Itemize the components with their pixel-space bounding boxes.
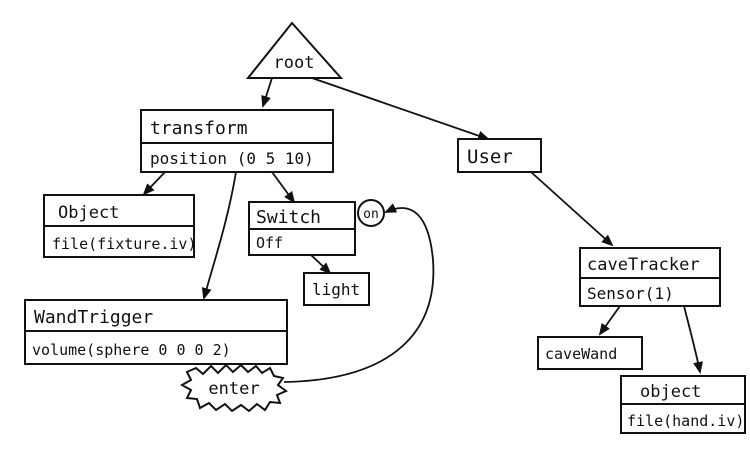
user-label: User	[467, 146, 513, 168]
transform-box	[140, 109, 334, 173]
user-box	[457, 138, 542, 173]
edge-transform-wandtrigger	[201, 171, 237, 300]
edge-root-user	[311, 77, 490, 141]
root-node: root	[245, 21, 344, 79]
object-title: Object	[58, 203, 119, 223]
edge-root-transform	[261, 77, 273, 108]
cavewand-box	[537, 336, 643, 370]
root-triangle-shape	[245, 21, 344, 79]
edge-transform-switch	[271, 171, 296, 204]
edge-switch-light	[309, 253, 332, 275]
on-circle	[357, 199, 385, 227]
light-node: light	[303, 272, 370, 306]
wandtrigger-node: WandTrigger volume(sphere 0 0 0 2)	[24, 299, 288, 365]
switch-field: Off	[256, 234, 283, 252]
cavetracker-field: Sensor(1)	[587, 284, 674, 303]
wandtrigger-field: volume(sphere 0 0 0 2)	[32, 341, 231, 359]
enter-label: enter	[208, 379, 259, 399]
edges	[142, 77, 703, 383]
hand-object-node: object file(hand.iv)	[620, 375, 746, 434]
hand-object-title: object	[640, 382, 701, 402]
root-label: root	[274, 53, 315, 73]
transform-field: position (0 5 10)	[150, 149, 314, 168]
switch-title: Switch	[256, 207, 321, 228]
edge-cavetracker-object	[683, 305, 703, 374]
light-box	[303, 272, 370, 306]
hand-object-field: file(hand.iv)	[627, 412, 744, 430]
transform-node: transform position (0 5 10)	[140, 109, 334, 173]
cavewand-label: caveWand	[545, 345, 617, 363]
edge-transform-object	[142, 171, 166, 196]
cavewand-node: caveWand	[537, 336, 643, 370]
wandtrigger-title: WandTrigger	[34, 307, 153, 328]
cavetracker-title: caveTracker	[587, 255, 700, 275]
transform-title: transform	[150, 118, 248, 139]
object-field: file(fixture.iv)	[52, 235, 197, 253]
cavetracker-node: caveTracker Sensor(1)	[579, 247, 721, 307]
edge-enter-switch-event	[283, 203, 435, 383]
edge-user-cavetracker	[530, 171, 614, 247]
user-node: User	[457, 138, 542, 173]
switch-node: Switch Off on	[248, 199, 385, 256]
on-label: on	[363, 207, 379, 222]
enter-burst-shape	[179, 363, 288, 413]
light-label: light	[312, 280, 360, 299]
object-node: Object file(fixture.iv)	[43, 194, 197, 258]
enter-event-node: enter	[179, 363, 288, 413]
edge-cavetracker-cavewand	[598, 305, 621, 336]
